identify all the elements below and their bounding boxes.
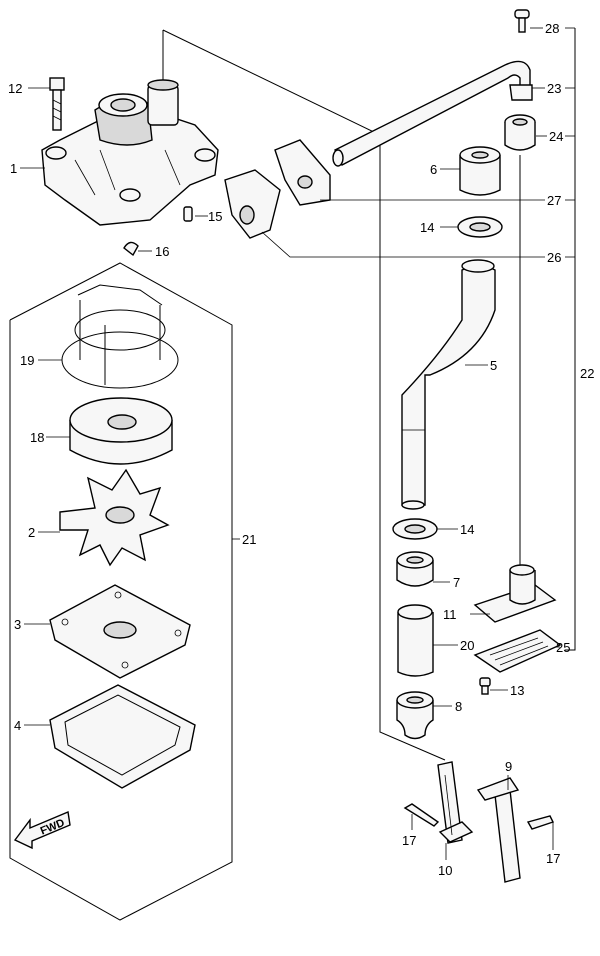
- liner-part-18: [69, 397, 173, 465]
- callout-labels: 12 1 15 16 19 18 2 3 4 21 28 23 24 6 27 …: [8, 21, 594, 878]
- callout-11: 11: [443, 607, 457, 622]
- seal-part-14-upper: [457, 216, 503, 238]
- group-frame-center: [162, 29, 446, 761]
- screw-part-28: [514, 9, 530, 33]
- seal-part-14-lower: [392, 518, 438, 540]
- group-frame-left: [9, 262, 233, 921]
- bushing-part-8: [396, 691, 434, 740]
- callout-12: 12: [8, 81, 22, 96]
- screw-part-17-right: [526, 815, 554, 830]
- callout-17-right: 17: [546, 851, 560, 866]
- callout-13: 13: [510, 683, 524, 698]
- pin-part-15: [183, 206, 193, 222]
- screen-part-25: [473, 629, 562, 673]
- bracket-part-10: [437, 761, 474, 844]
- leader-lines: [20, 27, 575, 860]
- callout-24: 24: [549, 129, 563, 144]
- plate-part-11: [473, 564, 557, 623]
- plate-part-3: [49, 584, 191, 679]
- screw-part-13: [479, 677, 491, 695]
- impeller-part-2: [59, 468, 170, 567]
- callout-21: 21: [242, 532, 256, 547]
- callout-18: 18: [30, 430, 44, 445]
- callout-10: 10: [438, 863, 452, 878]
- hose-part-5: [401, 259, 496, 510]
- callout-4: 4: [14, 718, 21, 733]
- callout-6: 6: [430, 162, 437, 177]
- callout-26: 26: [547, 250, 561, 265]
- bolt-part-12: [49, 77, 65, 131]
- fwd-label: FWD: [39, 817, 67, 838]
- bracket-part-27: [274, 139, 331, 206]
- callout-14-upper: 14: [420, 220, 434, 235]
- bracket-part-26: [224, 169, 281, 239]
- callout-7: 7: [453, 575, 460, 590]
- gasket-part-4: [49, 684, 196, 789]
- callout-25: 25: [556, 640, 570, 655]
- sleeve-part-20: [397, 604, 434, 677]
- callout-2: 2: [28, 525, 35, 540]
- grommet-part-24: [504, 114, 536, 151]
- bracket-part-9: [476, 777, 521, 883]
- callout-15: 15: [208, 209, 222, 224]
- callout-1: 1: [10, 161, 17, 176]
- callout-3: 3: [14, 617, 21, 632]
- callout-9: 9: [505, 759, 512, 774]
- callout-5: 5: [490, 358, 497, 373]
- callout-20: 20: [460, 638, 474, 653]
- screw-part-17-left: [403, 803, 440, 827]
- callout-19: 19: [20, 353, 34, 368]
- water-tube-part-23: [332, 60, 533, 167]
- insert-cartridge-part-19: [61, 284, 179, 389]
- callout-8: 8: [455, 699, 462, 714]
- key-part-16: [123, 241, 139, 257]
- callout-23: 23: [547, 81, 561, 96]
- callout-28: 28: [545, 21, 559, 36]
- pump-case-part-1: [41, 79, 219, 226]
- callout-16: 16: [155, 244, 169, 259]
- fwd-arrow-icon: FWD: [13, 811, 71, 850]
- grommet-part-6: [459, 146, 501, 196]
- bracket-22: [565, 28, 576, 651]
- callout-14-lower: 14: [460, 522, 474, 537]
- bushing-part-7: [396, 551, 434, 587]
- callout-22: 22: [580, 366, 594, 381]
- callout-17-left: 17: [402, 833, 416, 848]
- callout-27: 27: [547, 193, 561, 208]
